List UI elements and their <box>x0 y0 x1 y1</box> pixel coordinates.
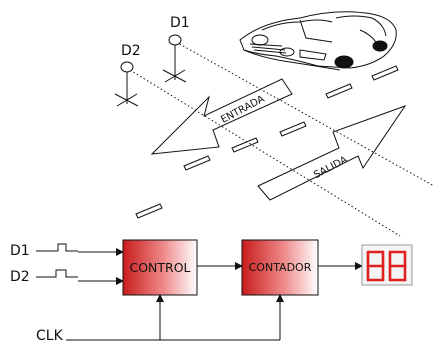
input-d1-label: D1 <box>10 243 30 259</box>
input-d2-label: D2 <box>10 269 30 285</box>
entry-arrow: ENTRADA <box>152 79 292 154</box>
control-label: CONTROL <box>129 260 190 275</box>
input-d2-pulse <box>36 270 78 277</box>
clk-label: CLK <box>36 328 64 344</box>
sensor-d1-label: D1 <box>170 15 190 31</box>
sensor-d2-label: D2 <box>121 43 141 59</box>
sensor-d2 <box>115 62 138 106</box>
counter-label: CONTADOR <box>249 261 312 274</box>
car-illustration <box>240 12 396 70</box>
input-d1-pulse <box>36 244 78 251</box>
sensor-d1 <box>163 35 186 82</box>
exit-arrow: SALIDA <box>258 106 405 200</box>
